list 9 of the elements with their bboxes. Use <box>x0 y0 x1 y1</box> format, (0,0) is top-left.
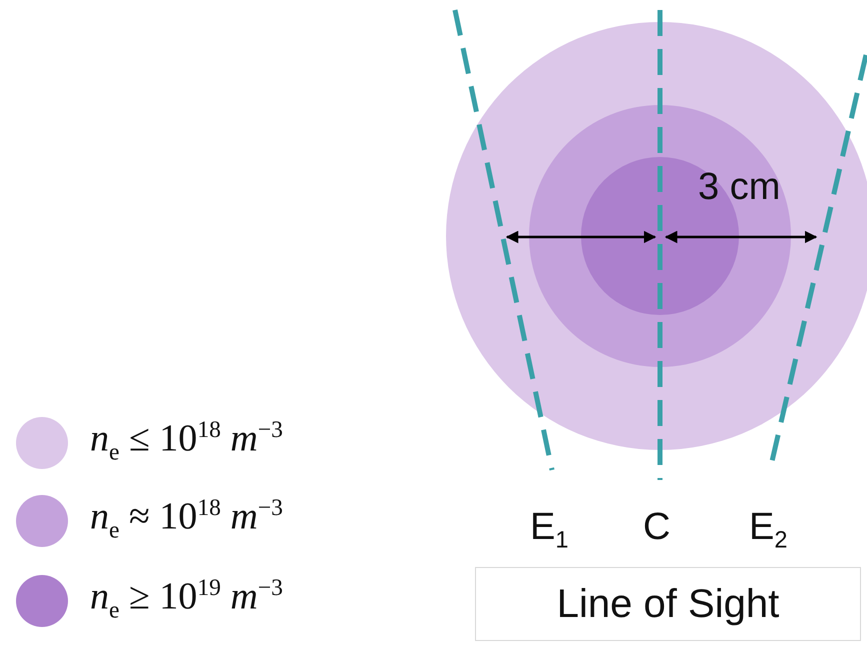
legend-text: n$_{e}$ ≤ 10$^{18}$ m$^{−3}$ <box>90 419 283 465</box>
sight-line-label: E$_{2}$ <box>749 508 788 552</box>
caption-text: Line of Sight <box>556 582 780 626</box>
dimension-label: 3 cm <box>698 168 780 206</box>
sight-line-label: C <box>643 508 670 546</box>
caption-box <box>475 567 861 641</box>
sight-line-label: E$_{1}$ <box>530 508 568 552</box>
legend-text: n$_{e}$ ≥ 10$^{19}$ m$^{−3}$ <box>90 577 283 623</box>
legend-text: n$_{e}$ ≈ 10$^{18}$ m$^{−3}$ <box>90 497 283 543</box>
